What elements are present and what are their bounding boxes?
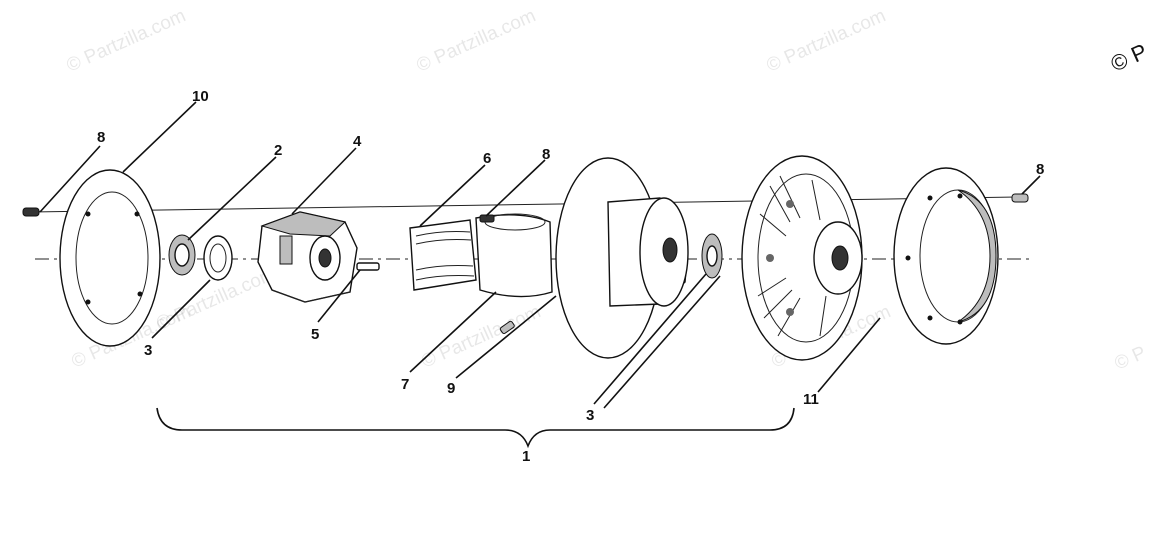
leader-line: [603, 275, 721, 409]
callout-2: 2: [274, 142, 282, 159]
callout-5: 5: [311, 326, 319, 343]
part-outer-cover: [893, 167, 999, 345]
watermark: © Partzilla.com: [413, 5, 539, 76]
callout-8: 8: [1036, 161, 1044, 178]
callout-1: 1: [522, 448, 530, 465]
part-bearing: [168, 234, 196, 276]
callout-3: 3: [144, 342, 152, 359]
part-washer-left: [203, 235, 233, 281]
watermark: © P: [1111, 342, 1149, 374]
leader-line: [485, 159, 546, 217]
callout-8: 8: [542, 146, 550, 163]
leader-line: [317, 269, 361, 323]
part-fixed-sheave: [741, 155, 863, 361]
callout-3: 3: [586, 407, 594, 424]
part-spring: [409, 219, 477, 291]
callout-4: 4: [353, 133, 362, 150]
callout-6: 6: [483, 150, 491, 167]
leader-line: [817, 317, 881, 393]
part-pin: [356, 262, 380, 271]
part-spider: [257, 211, 358, 303]
leader-line: [39, 145, 101, 213]
callout-10: 10: [192, 88, 209, 105]
part-movable-sheave: [555, 157, 689, 359]
callout-9: 9: [447, 380, 455, 397]
part-screw: [499, 320, 515, 335]
leader-line: [455, 295, 557, 379]
watermark: © Partzilla.com: [418, 301, 544, 372]
callout-8: 8: [97, 129, 105, 146]
callout-7: 7: [401, 376, 409, 393]
callout-11: 11: [803, 391, 819, 408]
watermark-copyright: © P: [1107, 39, 1151, 77]
leader-line: [419, 164, 486, 227]
leader-line: [122, 101, 197, 173]
part-bolt-right: [1011, 193, 1029, 203]
leader-line: [593, 273, 707, 405]
part-sleeve: [475, 213, 553, 298]
leader-line: [1021, 175, 1041, 195]
part-bolt-left: [22, 207, 40, 217]
assembly-brace: [156, 407, 795, 449]
leader-line: [187, 156, 277, 241]
leader-line: [291, 147, 357, 215]
part-washer-right: [701, 233, 723, 279]
watermark: © Partzilla.com: [63, 5, 189, 76]
leader-line: [151, 279, 211, 339]
watermark: © Partzilla.com: [763, 5, 889, 76]
bolt-axis: [31, 196, 1021, 213]
part-cover-plate: [59, 169, 161, 347]
leader-line: [409, 291, 497, 373]
